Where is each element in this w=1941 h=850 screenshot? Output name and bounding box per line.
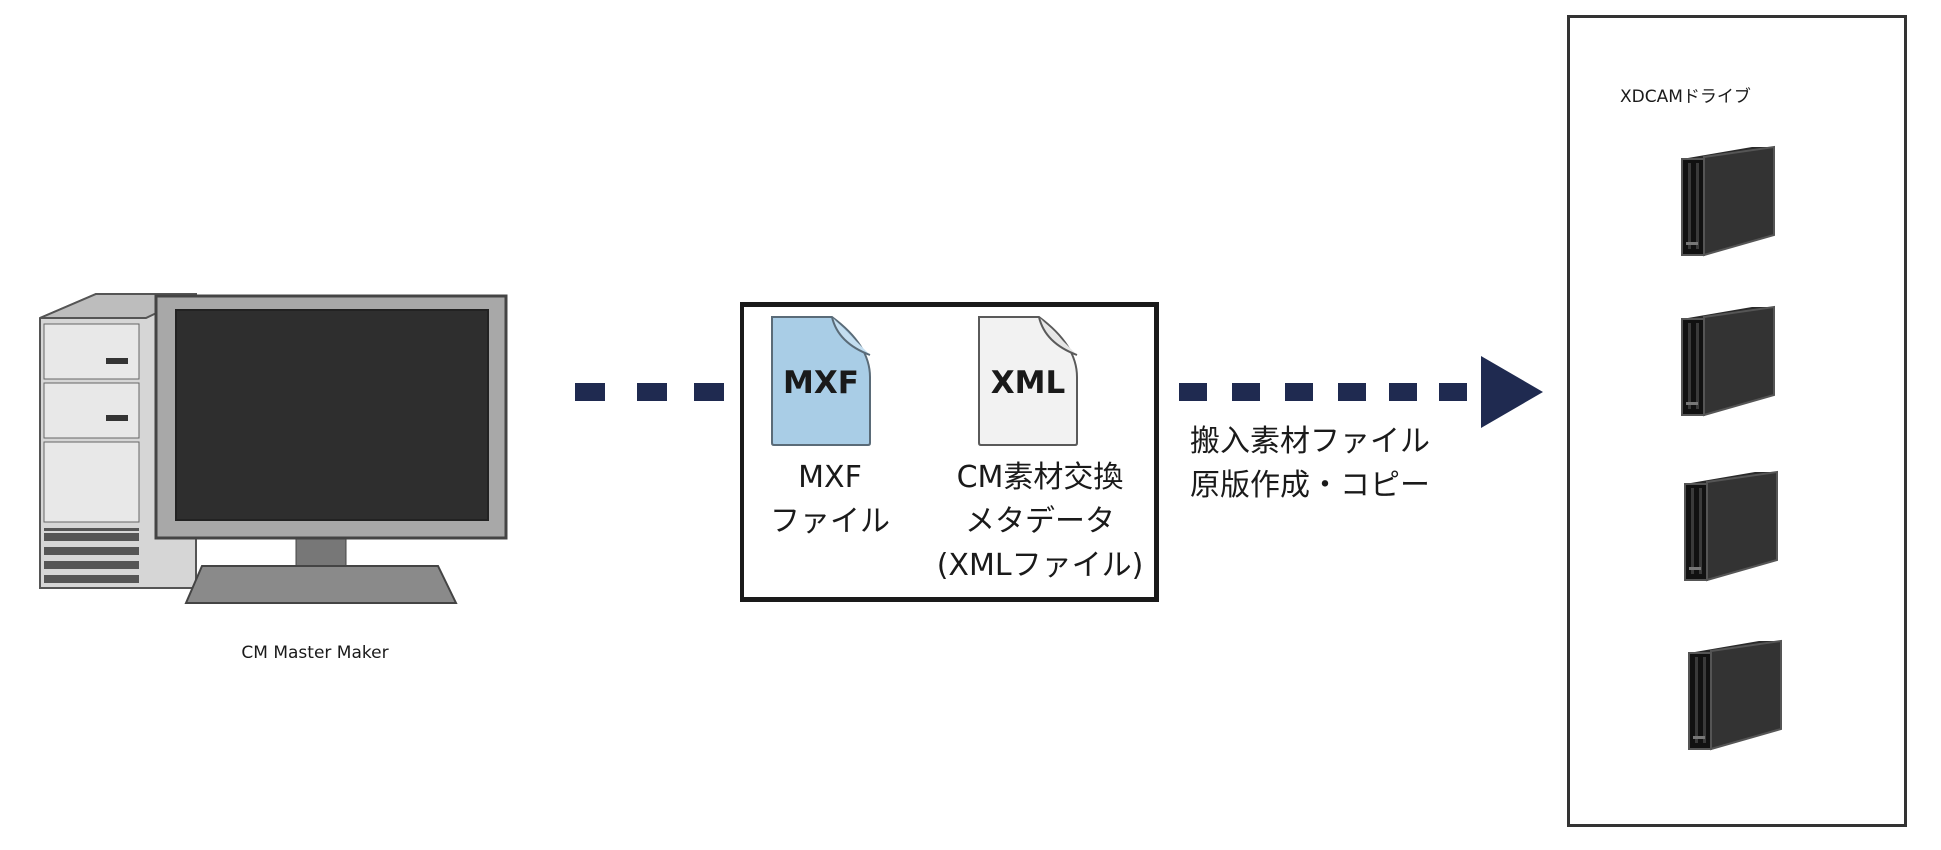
xml-file-icon: XML xyxy=(977,315,1079,447)
dash xyxy=(1389,383,1417,401)
label-line: 原版作成・コピー xyxy=(1190,468,1430,503)
dash xyxy=(1179,383,1207,401)
dash xyxy=(637,383,667,401)
transfer-label: 搬入素材ファイル 原版作成・コピー xyxy=(1190,420,1490,508)
source-label: CM Master Maker xyxy=(241,643,389,663)
transfer-arrow xyxy=(1179,356,1543,428)
label-line: メタデータ xyxy=(965,504,1115,539)
xdcam-drive-title: XDCAMドライブ xyxy=(1620,87,1751,107)
files-box xyxy=(740,302,1159,602)
label-line: 搬入素材ファイル xyxy=(1190,424,1430,459)
dash xyxy=(1232,383,1260,401)
xml-icon-text: XML xyxy=(990,365,1066,401)
arrow-head xyxy=(1481,356,1543,428)
label-line: (XMLファイル) xyxy=(936,548,1144,583)
label-line: MXF xyxy=(798,460,862,495)
dash xyxy=(694,383,724,401)
mxf-file-label: MXF ファイル xyxy=(740,456,920,544)
dash xyxy=(1338,383,1366,401)
mxf-icon-text: MXF xyxy=(783,365,859,401)
mxf-file-icon: MXF xyxy=(770,315,872,447)
label-line: CM素材交換 xyxy=(956,460,1124,495)
desktop-computer-icon xyxy=(39,293,508,604)
xml-file-label: CM素材交換 メタデータ (XMLファイル) xyxy=(925,456,1155,588)
label-line: ファイル xyxy=(770,504,890,539)
dash xyxy=(575,383,605,401)
dashed-connector xyxy=(575,383,724,401)
dash xyxy=(1439,383,1467,401)
xdcam-drive-box xyxy=(1567,15,1907,827)
dash xyxy=(1285,383,1313,401)
